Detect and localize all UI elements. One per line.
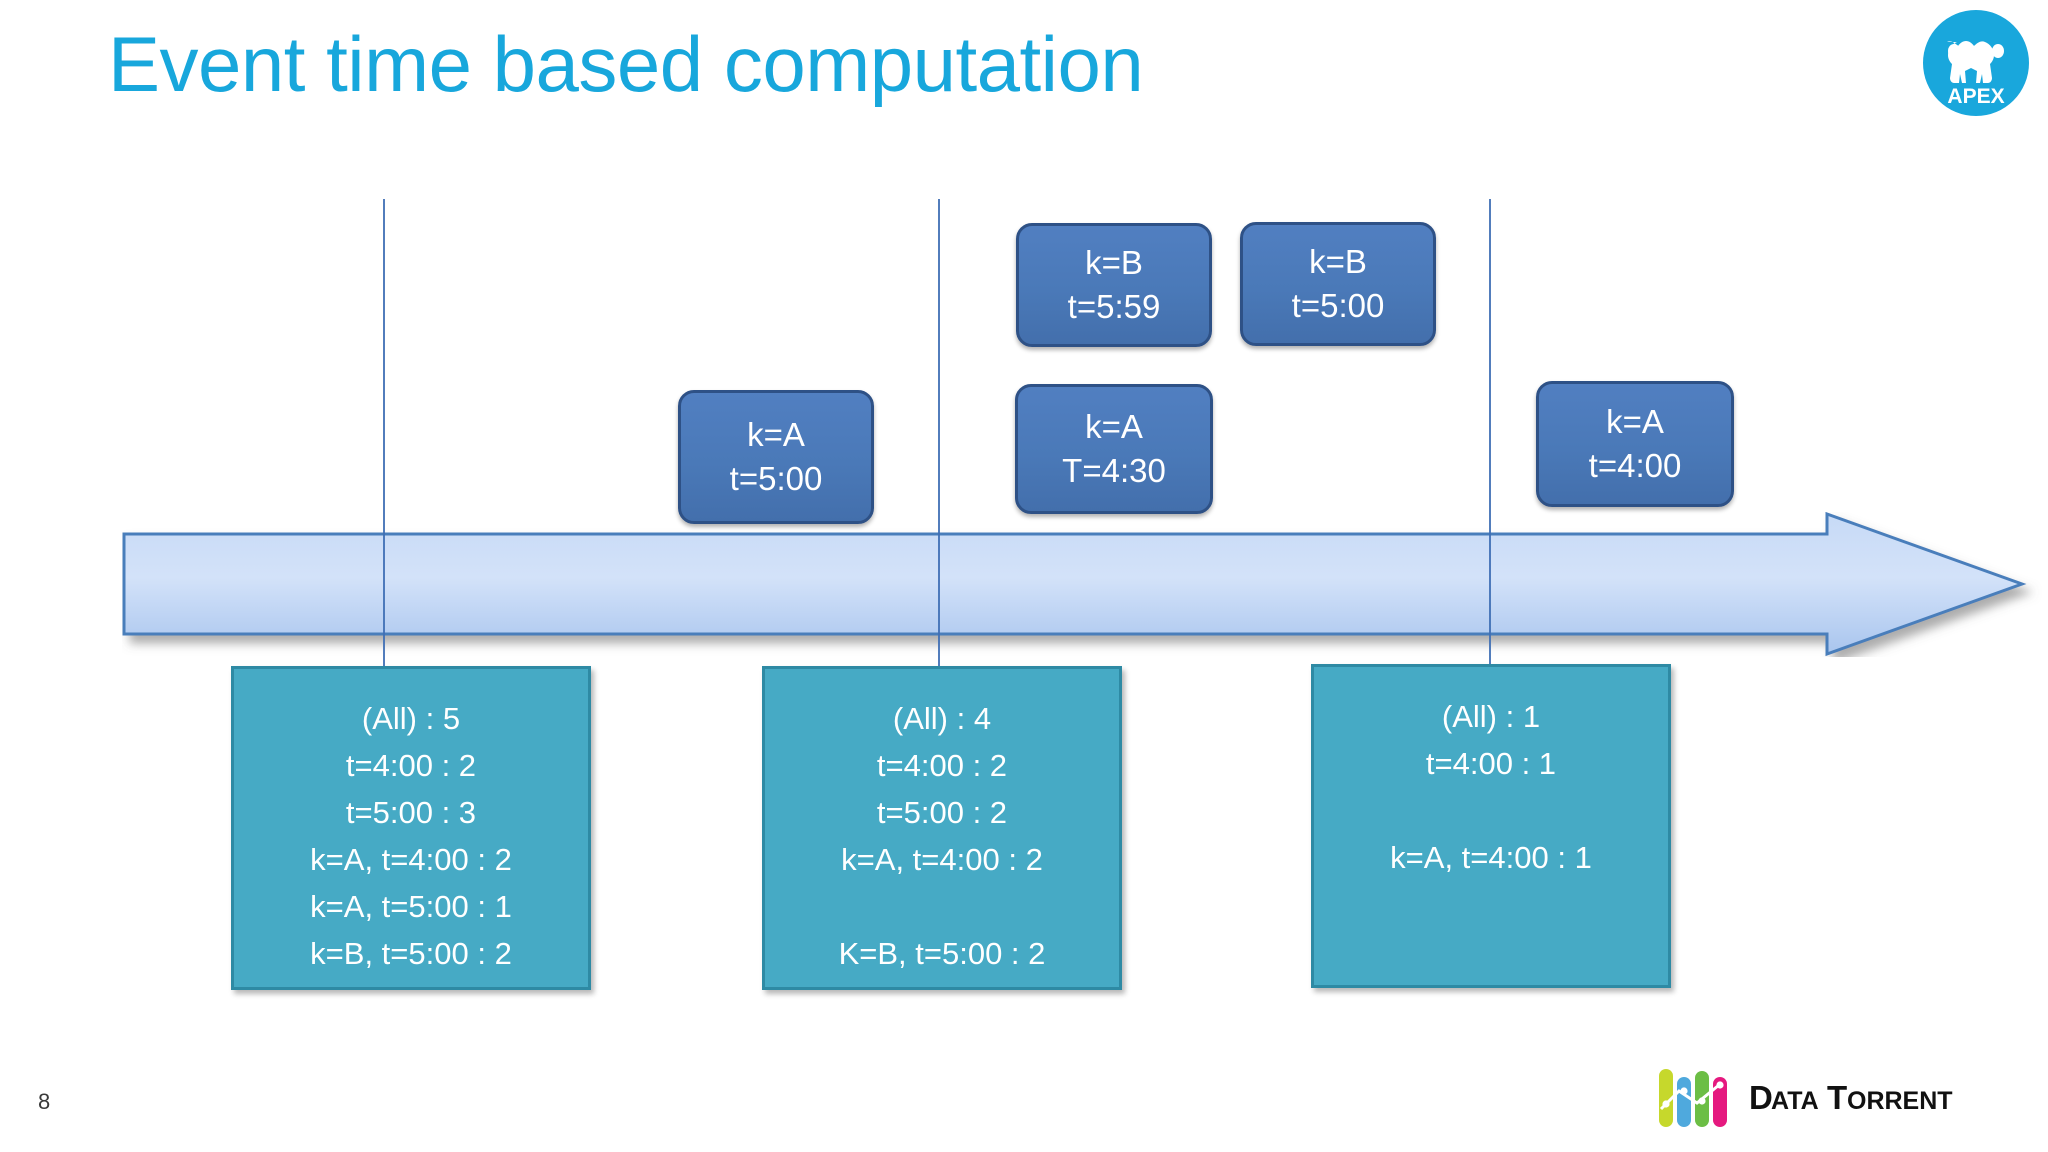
- svg-text:T: T: [1827, 1079, 1847, 1116]
- aggregate-line: k=B, t=5:00 : 2: [310, 936, 512, 971]
- event-line: t=5:59: [1067, 288, 1161, 325]
- aggregate-box-window-1: (All) : 5 t=4:00 : 2 t=5:00 : 3 k=A, t=4…: [231, 666, 591, 990]
- aggregate-line: (All) : 1: [1441, 699, 1541, 734]
- aggregate-line: [1314, 787, 1668, 834]
- aggregate-line: t=4:00 : 2: [876, 748, 1008, 783]
- aggregate-line: k=A, t=5:00 : 1: [310, 889, 512, 924]
- aggregate-line: k=A, t=4:00 : 1: [1390, 840, 1592, 875]
- event-line: t=5:00: [729, 460, 823, 497]
- aggregate-box-window-2: (All) : 4 t=4:00 : 2 t=5:00 : 2 k=A, t=4…: [762, 666, 1122, 990]
- aggregate-line: [1314, 928, 1668, 975]
- apex-logo: APEX: [1921, 8, 2031, 118]
- aggregate-line: t=5:00 : 2: [876, 795, 1008, 830]
- datatorrent-logo: D ATA T ORRENT: [1657, 1062, 2017, 1134]
- event-line: t=4:00: [1588, 447, 1682, 484]
- boundary-line-1: [383, 199, 385, 669]
- event-box-a-500: k=A t=5:00: [678, 390, 874, 524]
- slide-number: 8: [38, 1089, 51, 1114]
- event-box-b-500: k=B t=5:00: [1240, 222, 1436, 346]
- event-line: k=A: [1085, 408, 1143, 445]
- aggregate-line: [765, 883, 1119, 930]
- boundary-line-3: [1489, 199, 1491, 669]
- aggregate-line: t=4:00 : 1: [1425, 746, 1557, 781]
- aggregate-line: K=B, t=5:00 : 2: [838, 936, 1046, 971]
- aggregate-line: t=4:00 : 2: [345, 748, 477, 783]
- event-line: k=A: [1606, 403, 1664, 440]
- boundary-line-2: [938, 199, 940, 669]
- page-title: Event time based computation: [108, 20, 1144, 108]
- event-line: T=4:30: [1062, 452, 1166, 489]
- event-box-b-559: k=B t=5:59: [1016, 223, 1212, 347]
- event-line: k=A: [747, 416, 805, 453]
- svg-text:ORRENT: ORRENT: [1847, 1087, 1953, 1115]
- timeline-arrow: [122, 511, 2042, 657]
- event-line: t=5:00: [1291, 287, 1385, 324]
- aggregate-line: k=A, t=4:00 : 2: [841, 842, 1043, 877]
- aggregate-box-window-3: (All) : 1 t=4:00 : 1 k=A, t=4:00 : 1: [1311, 664, 1671, 988]
- aggregate-line: (All) : 4: [892, 701, 992, 736]
- aggregate-line: [1314, 881, 1668, 928]
- event-box-a-430: k=A T=4:30: [1015, 384, 1213, 514]
- apex-logo-label: APEX: [1947, 85, 2004, 108]
- datatorrent-wordmark: D: [1749, 1079, 1773, 1116]
- event-line: k=B: [1085, 244, 1143, 281]
- svg-text:ATA: ATA: [1771, 1087, 1819, 1115]
- aggregate-line: t=5:00 : 3: [345, 795, 477, 830]
- aggregate-line: k=A, t=4:00 : 2: [310, 842, 512, 877]
- datatorrent-bars-icon: [1659, 1069, 1727, 1127]
- aggregate-line: (All) : 5: [361, 701, 461, 736]
- event-line: k=B: [1309, 243, 1367, 280]
- event-box-a-400: k=A t=4:00: [1536, 381, 1734, 507]
